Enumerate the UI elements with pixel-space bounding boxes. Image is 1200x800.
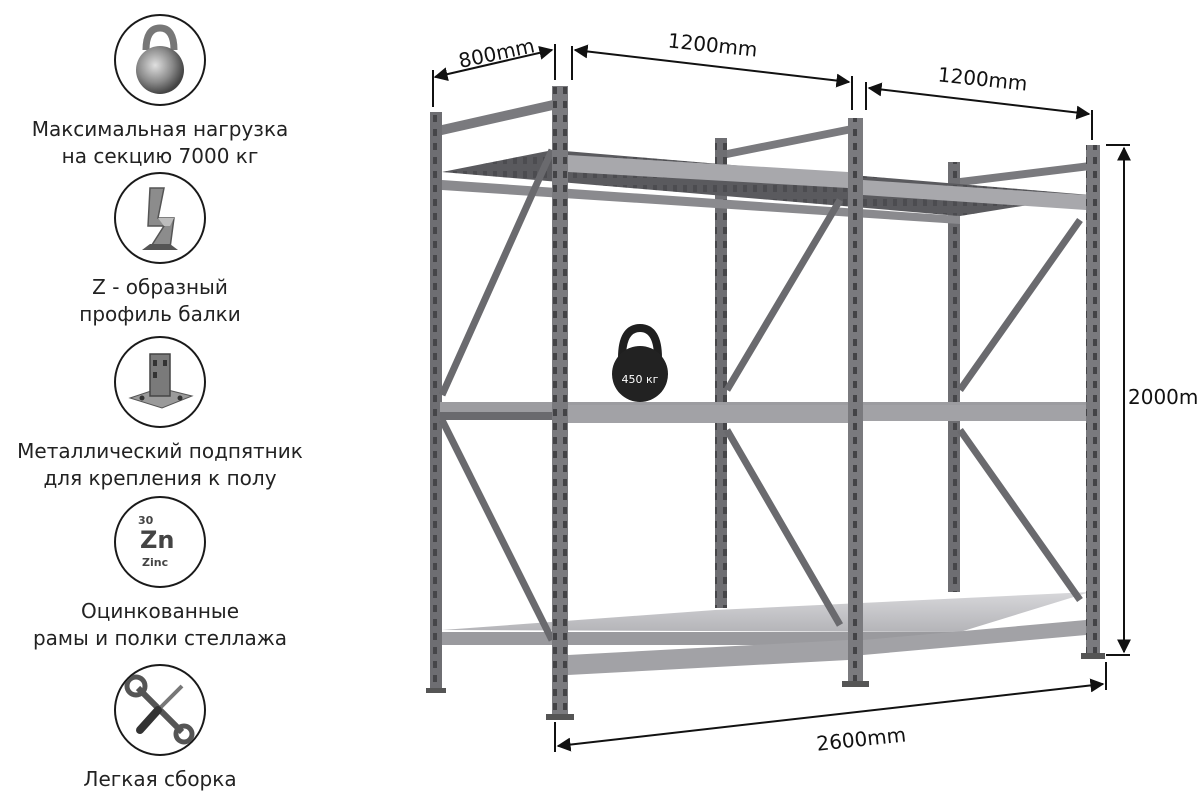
rack-structure [426, 86, 1105, 720]
depth-dimension-line [433, 46, 554, 81]
middle-front-beam-right [863, 405, 1086, 421]
zinc-symbol: Zn [140, 526, 175, 554]
total-width-dimension-line [556, 678, 1105, 752]
kettlebell-icon [612, 346, 668, 402]
brace-middle-lower [723, 428, 844, 627]
depth-dimension-label: 800mm [456, 33, 536, 73]
top-rear-rail-middle [727, 125, 852, 158]
brace-right-lower [957, 427, 1083, 603]
feature-easy-assembly: Легкая сборка [0, 664, 320, 793]
section-width-1-dimension-line [573, 44, 851, 88]
foot-plate [842, 681, 869, 687]
zinc-element-icon: 30 Zn Zinc [114, 496, 206, 588]
brace-middle-upper [723, 198, 844, 392]
height-dimension-label: 2000mm [1128, 385, 1200, 409]
feature-max-load: Максимальная нагрузка на секцию 7000 кг [0, 14, 320, 170]
section-width-1-label: 1200mm [667, 28, 759, 61]
brace-left-upper [438, 148, 556, 397]
feature-label: Легкая сборка [83, 767, 237, 791]
kettlebell-icon [114, 14, 206, 106]
shelving-rack-diagram: 450 кг 800mm 1200mm 1200mm 2000mm 2600mm [426, 28, 1200, 756]
top-front-beam-right [863, 180, 1086, 210]
feature-z-profile: Z - образный профиль балки [0, 172, 320, 328]
feature-label: Z - образный профиль балки [79, 275, 241, 326]
bottom-front-beam-right [863, 620, 1086, 655]
total-width-dimension-label: 2600mm [815, 722, 907, 755]
feature-label: Оцинкованные рамы и полки стеллажа [32, 599, 288, 650]
foot-plate [426, 688, 446, 693]
bottom-shelf-deck [442, 592, 1090, 632]
feature-label: Максимальная нагрузка на секцию 7000 кг [31, 117, 289, 168]
bottom-front-beam-left [568, 640, 848, 675]
top-front-beam-left [568, 155, 848, 188]
feature-zinc: 30 Zn Zinc Оцинкованные рамы и полки сте… [0, 496, 320, 652]
middle-front-beam-left [568, 405, 848, 423]
zinc-atomic-number: 30 [138, 514, 154, 527]
feature-label: Металлический подпятник для крепления к … [17, 439, 303, 490]
foot-plate [546, 714, 574, 720]
top-side-rail-left [442, 100, 553, 135]
z-profile-beam-icon [114, 172, 206, 264]
brace-left-lower [438, 418, 556, 642]
metal-foot-plate-icon [114, 336, 206, 428]
wrench-screwdriver-icon [114, 664, 206, 756]
section-width-2-dimension-line [867, 82, 1091, 120]
zinc-name: Zinc [142, 556, 169, 569]
feature-list: Максимальная нагрузка на секцию 7000 кг … [0, 0, 320, 800]
foot-plate [1081, 653, 1105, 659]
brace-right-upper [957, 217, 1083, 393]
feature-foot-plate: Металлический подпятник для крепления к … [0, 336, 320, 492]
top-rear-rail-right [960, 162, 1090, 186]
shelf-load-kettlebell: 450 кг [612, 323, 668, 402]
section-width-2-label: 1200mm [937, 62, 1029, 95]
shelf-load-label: 450 кг [622, 373, 659, 386]
